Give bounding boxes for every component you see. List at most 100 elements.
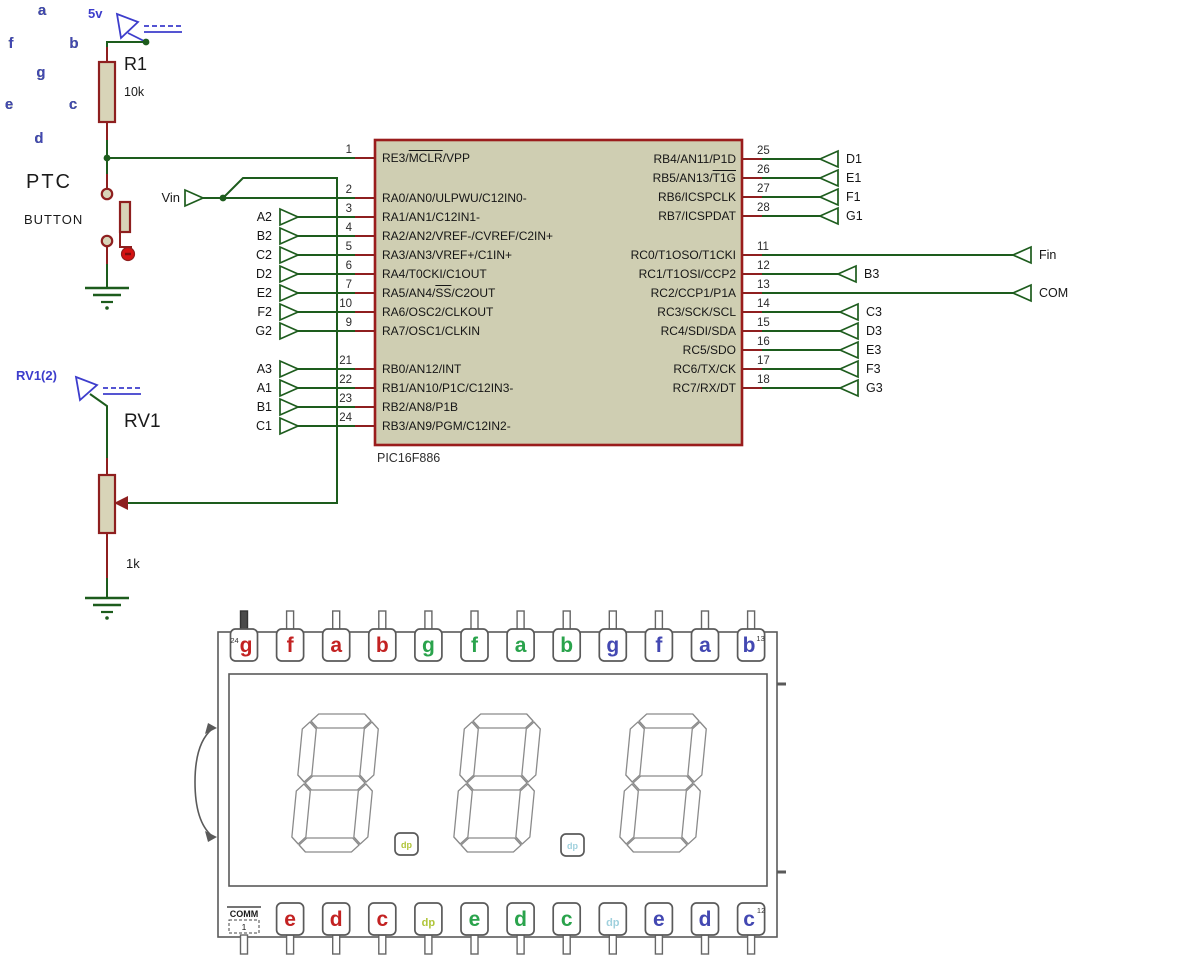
- terminal-C1[interactable]: [279, 416, 301, 436]
- terminal-label-B1: B1: [256, 400, 272, 414]
- svg-text:c: c: [69, 96, 77, 113]
- pin-number-3: 3: [345, 203, 352, 215]
- pin-number-17: 17: [757, 355, 770, 367]
- display-pin-box-bottom: [736, 902, 766, 936]
- svg-text:f: f: [655, 634, 663, 657]
- pin-number-4: 4: [345, 222, 352, 234]
- bracket-arrow-bottom-icon: [205, 831, 217, 842]
- display-pin-stem-bottom: [562, 934, 571, 955]
- chip-pin-name-left-10: RA6/OSC2/CLKOUT: [382, 305, 494, 319]
- terminal-E2[interactable]: [279, 283, 301, 303]
- display-pin-box-top: [506, 628, 535, 662]
- junction-dot-vcc: [142, 38, 150, 46]
- ptc-button-symbol[interactable]: [100, 187, 136, 262]
- terminal-Fin[interactable]: [1010, 245, 1032, 265]
- svg-text:24: 24: [230, 636, 238, 645]
- terminal-label-C3: C3: [866, 305, 882, 319]
- svg-text:c: c: [376, 908, 388, 931]
- vcc-power-terminal[interactable]: [115, 12, 182, 43]
- svg-text:c: c: [561, 908, 573, 931]
- pin-number-5: 5: [345, 241, 352, 253]
- terminal-label-A3: A3: [256, 362, 272, 376]
- terminal-F3[interactable]: [837, 359, 859, 379]
- chip-pin-name-right-12: RC1/T1OSI/CCP2: [638, 267, 736, 281]
- svg-text:1: 1: [242, 922, 247, 932]
- svg-text:c: c: [743, 908, 755, 931]
- chip-pin-name-right-18: RC7/RX/DT: [672, 381, 736, 395]
- chip-pin-name-right-15: RC4/SDI/SDA: [660, 324, 736, 338]
- ground-symbol-2[interactable]: [85, 596, 129, 620]
- display-pin-box-top: [275, 628, 305, 662]
- pin-number-9: 9: [345, 317, 352, 329]
- display-pin-stem-top: [332, 610, 341, 631]
- terminal-F1[interactable]: [817, 187, 839, 207]
- wire-rv1net-to-pot: [89, 393, 108, 458]
- terminal-label-E3: E3: [866, 343, 882, 357]
- chip-pin-name-left-9: RA7/OSC1/CLKIN: [382, 324, 481, 338]
- chip-pin-name-left-2: RA0/AN0/ULPWU/C12IN0-: [382, 191, 527, 205]
- terminal-E1[interactable]: [817, 168, 839, 188]
- terminal-label-D1: D1: [846, 152, 862, 166]
- svg-text:g: g: [240, 634, 253, 657]
- terminal-G2[interactable]: [279, 321, 301, 341]
- terminal-C2[interactable]: [279, 245, 301, 265]
- display-pin-box-top: [367, 628, 397, 662]
- svg-text:e: e: [5, 96, 13, 113]
- display-pin-stem-top: [654, 610, 664, 631]
- rv1-net-terminal[interactable]: [74, 375, 141, 402]
- terminal-COM[interactable]: [1010, 283, 1032, 303]
- potentiometer-rv1-body[interactable]: [97, 473, 117, 535]
- terminal-B2[interactable]: [279, 226, 301, 246]
- pic16f886-chip-body[interactable]: [373, 138, 744, 447]
- terminal-G3[interactable]: [837, 378, 859, 398]
- terminal-label-D3: D3: [866, 324, 882, 338]
- terminal-B1[interactable]: [279, 397, 301, 417]
- svg-text:d: d: [34, 130, 43, 147]
- terminal-label-B2: B2: [256, 229, 272, 243]
- seven-segment-display[interactable]: [194, 631, 786, 938]
- terminal-label-A2: A2: [256, 210, 272, 224]
- wire-vcc-to-r1: [106, 41, 146, 47]
- svg-text:a: a: [38, 2, 47, 19]
- svg-text:a: a: [699, 634, 711, 657]
- terminal-A2[interactable]: [279, 207, 301, 227]
- chip-pin-name-left-3: RA1/AN1/C12IN1-: [382, 210, 481, 224]
- terminal-F2[interactable]: [279, 302, 301, 322]
- terminal-D1[interactable]: [817, 149, 839, 169]
- terminal-B3[interactable]: [835, 264, 857, 284]
- svg-text:dp: dp: [606, 917, 620, 929]
- resistor-r1-body[interactable]: [97, 60, 117, 124]
- terminal-D3[interactable]: [837, 321, 859, 341]
- terminal-A3[interactable]: [279, 359, 301, 379]
- chip-pin-name-left-24: RB3/AN9/PGM/C12IN2-: [382, 419, 511, 433]
- pin-number-28: 28: [757, 202, 770, 214]
- chip-pin-name-right-16: RC5/SDO: [682, 343, 736, 357]
- svg-text:a: a: [330, 634, 342, 657]
- vin-terminal[interactable]: [184, 188, 206, 208]
- terminal-E3[interactable]: [837, 340, 859, 360]
- terminal-A1[interactable]: [279, 378, 301, 398]
- terminal-label-Fin: Fin: [1039, 248, 1057, 262]
- svg-text:dp: dp: [422, 917, 436, 929]
- terminal-label-G3: G3: [866, 381, 883, 395]
- chip-pin-name-right-13: RC2/CCP1/P1A: [650, 286, 736, 300]
- display-pin-stem-bottom: [424, 934, 433, 955]
- display-pin-box-bottom: [506, 902, 535, 936]
- terminal-C3[interactable]: [837, 302, 859, 322]
- chip-pin-name-left-23: RB2/AN8/P1B: [382, 400, 459, 414]
- terminal-label-F3: F3: [866, 362, 881, 376]
- terminal-G1[interactable]: [817, 206, 839, 226]
- pin-number-2: 2: [345, 184, 352, 196]
- svg-text:a: a: [38, 2, 47, 19]
- vin-label: Vin: [161, 190, 180, 205]
- pin-number-15: 15: [757, 317, 770, 329]
- chip-pin-name-left-7: RA5/AN4/SS/C2OUT: [382, 286, 496, 300]
- pin-number-22: 22: [339, 374, 352, 386]
- terminal-label-F1: F1: [846, 190, 861, 204]
- ground-symbol-1[interactable]: [85, 286, 129, 310]
- terminal-D2[interactable]: [279, 264, 301, 284]
- rv1-net-label: RV1(2): [16, 368, 57, 383]
- terminal-label-E1: E1: [846, 171, 862, 185]
